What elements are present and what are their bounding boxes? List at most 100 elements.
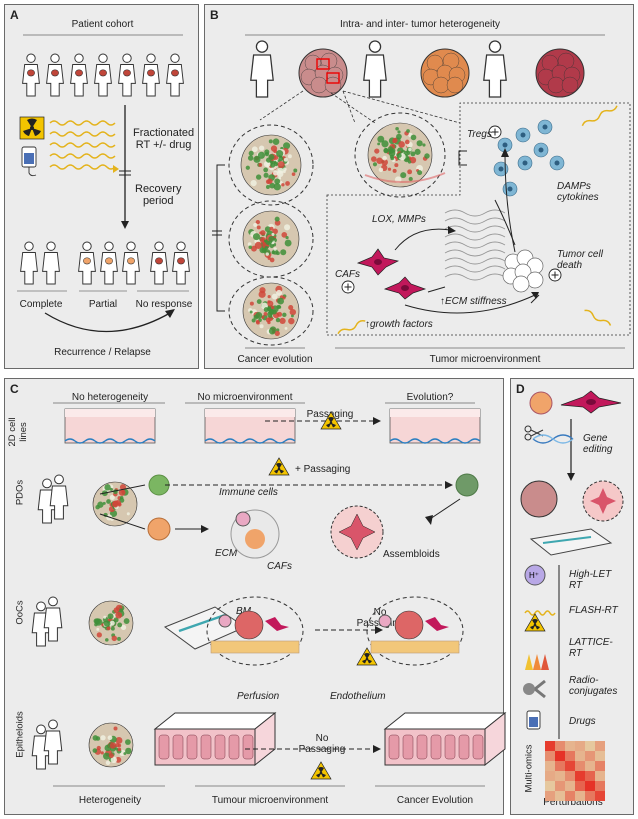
- heatmap-cell: [565, 791, 575, 801]
- panel-c-graphics: [31, 402, 507, 787]
- perturbation-drugs: Drugs: [569, 716, 596, 727]
- heatmap-cell: [565, 741, 575, 751]
- tumor-3: [535, 48, 585, 98]
- epitheloid: [153, 711, 277, 767]
- person-icon: [70, 53, 88, 97]
- panel-b: B Intra- and inter- tumor heterogeneity: [204, 4, 634, 369]
- lattice-radiation-icon: [524, 613, 546, 632]
- immune-cells: [493, 119, 565, 197]
- outcome-figures: [20, 241, 190, 285]
- heatmap-cell: [555, 771, 565, 781]
- petri-dish: [64, 408, 156, 444]
- radiation-wave: [49, 164, 116, 170]
- tme-label: Tumor microenvironment: [429, 354, 541, 365]
- heatmap-cell: [595, 791, 605, 801]
- multiomics-heatmap: [545, 741, 605, 801]
- heatmap-cell: [585, 761, 595, 771]
- panel-d-letter: D: [516, 382, 525, 396]
- heatmap-cell: [595, 781, 605, 791]
- person-icon: [94, 53, 112, 97]
- heatmap-cell: [545, 781, 555, 791]
- lattice-beams: [525, 654, 549, 670]
- person-icon: [118, 53, 136, 97]
- organoid-blob: [88, 600, 134, 646]
- antibody-icon: [523, 679, 546, 699]
- radiation-wave: [49, 142, 116, 148]
- heatmap-cell: [585, 751, 595, 761]
- tumor-death-label: Tumor cell death: [557, 249, 603, 271]
- recovery-label: Recovery period: [135, 183, 182, 208]
- person-icon: [43, 719, 63, 765]
- cancer-evolution-label: Cancer evolution: [237, 354, 313, 365]
- radiation-wave: [49, 120, 116, 126]
- immune-cells-label: Immune cells: [219, 487, 278, 498]
- person-icon: [46, 53, 64, 97]
- person-icon: [483, 40, 507, 98]
- heatmap-cell: [555, 751, 565, 761]
- flash-wave-icon: [524, 610, 556, 616]
- person-icon: [42, 241, 60, 285]
- panel-a-graphics: [17, 34, 190, 333]
- panel-a: A Patient cohort Fractionated RT +/- dr: [4, 4, 199, 369]
- heatmap-cell: [565, 761, 575, 771]
- person-icon: [100, 241, 118, 285]
- panel-c: C 2D cell lines PDOs OoCs Epitheloids No…: [4, 378, 507, 815]
- damps-label: DAMPs cytokines: [557, 181, 599, 203]
- heterogeneity-title: Intra- and inter- tumor heterogeneity: [339, 19, 501, 30]
- tumor-1: [298, 48, 348, 98]
- heatmap-cell: [565, 781, 575, 791]
- petri-dish: [389, 408, 481, 444]
- lox-label: LOX, MMPs: [372, 214, 426, 225]
- tregs-label: Tregs: [467, 129, 492, 140]
- perturbation-high-let: High-LET RT: [569, 569, 612, 591]
- heatmap-cell: [545, 761, 555, 771]
- plus-circle-icon: [548, 268, 562, 282]
- panel-a-letter: A: [10, 8, 19, 22]
- radiation-wave: [49, 131, 116, 137]
- heatmap-cell: [575, 761, 585, 771]
- bottom-tme: Tumour microenvironment: [211, 795, 329, 806]
- drug-iv-icon: [21, 146, 37, 177]
- cafs-label: CAFs: [335, 269, 360, 280]
- caf-d: [560, 390, 622, 414]
- radiation-wave: [524, 610, 556, 616]
- ecm-fibers: [444, 209, 506, 281]
- heatmap-cell: [545, 751, 555, 761]
- evolution-organoids: [240, 122, 433, 340]
- bottom-evolution: Cancer Evolution: [396, 795, 474, 806]
- organoid-blob: [242, 282, 300, 340]
- plus-circle-icon: [488, 125, 502, 139]
- heatmap-cell: [565, 751, 575, 761]
- radiation-icon: [19, 116, 45, 140]
- dna-icon: [532, 434, 574, 444]
- person-icon: [250, 40, 274, 98]
- tumor-cell-death-cluster: [502, 249, 544, 293]
- patient-figures: [250, 40, 507, 98]
- person-icon: [172, 241, 190, 285]
- outcome-partial: Partial: [88, 299, 118, 310]
- heatmap-cell: [575, 771, 585, 781]
- bm-label: BM: [236, 606, 251, 617]
- person-icon: [49, 474, 69, 520]
- person-icon: [363, 40, 387, 98]
- heatmap-cell: [555, 741, 565, 751]
- perturbation-lattice: LATTICE- RT: [569, 637, 613, 659]
- person-icon: [122, 241, 140, 285]
- cohort-figures: [22, 53, 184, 97]
- heatmap-cell: [575, 781, 585, 791]
- dying-cell: [526, 271, 544, 289]
- panel-b-graphics: [212, 34, 631, 349]
- perturbations-label: Perturbations: [543, 797, 603, 808]
- endothelium-label: Endothelium: [330, 691, 386, 702]
- heatmap-cell: [575, 751, 585, 761]
- heatmap-cell: [545, 741, 555, 751]
- panel-d: D Gene editing High-LET RT FLASH-RT LATT…: [510, 378, 634, 815]
- assembloids-label: Assembloids: [383, 549, 440, 560]
- heatmap-cell: [585, 771, 595, 781]
- plus-circle-icon: [341, 280, 355, 294]
- organoid-cluster-d: [520, 480, 558, 518]
- heatmap-cell: [585, 741, 595, 751]
- cohort-title: Patient cohort: [71, 19, 134, 30]
- organoid-blob: [240, 134, 302, 196]
- growth-factors-label: ↑growth factors: [365, 319, 433, 330]
